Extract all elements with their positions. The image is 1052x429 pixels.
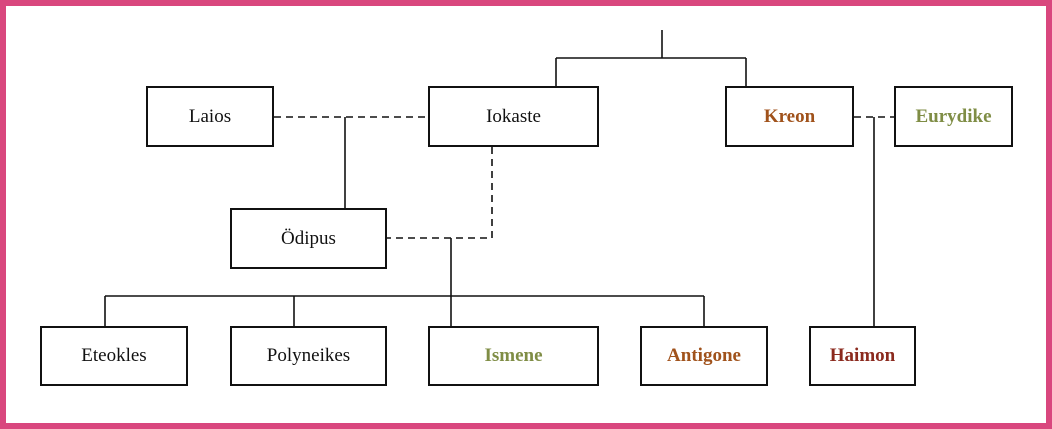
person-kreon: Kreon bbox=[725, 86, 854, 147]
person-oedipus: Ödipus bbox=[230, 208, 387, 269]
person-eurydike: Eurydike bbox=[894, 86, 1013, 147]
person-haimon: Haimon bbox=[809, 326, 916, 386]
person-label: Ödipus bbox=[281, 227, 336, 249]
connector-lines bbox=[104, 30, 894, 326]
person-label: Antigone bbox=[667, 345, 741, 366]
person-label: Kreon bbox=[763, 105, 816, 127]
person-iokaste: Iokaste bbox=[428, 86, 599, 147]
person-eteokles: Eteokles bbox=[40, 326, 188, 386]
person-label: Iokaste bbox=[486, 105, 541, 127]
person-antigone: Antigone bbox=[640, 326, 768, 386]
person-label: Polyneikes bbox=[266, 345, 351, 366]
person-label: Eteokles bbox=[81, 345, 147, 366]
person-label: Laios bbox=[188, 105, 232, 127]
person-polyneikes: Polyneikes bbox=[230, 326, 387, 386]
person-label: Ismene bbox=[484, 345, 543, 366]
marriage-oedipus-iokaste bbox=[387, 147, 493, 239]
person-label: Eurydike bbox=[915, 105, 992, 127]
person-laios: Laios bbox=[146, 86, 274, 147]
person-label: Haimon bbox=[829, 345, 896, 366]
person-ismene: Ismene bbox=[428, 326, 599, 386]
